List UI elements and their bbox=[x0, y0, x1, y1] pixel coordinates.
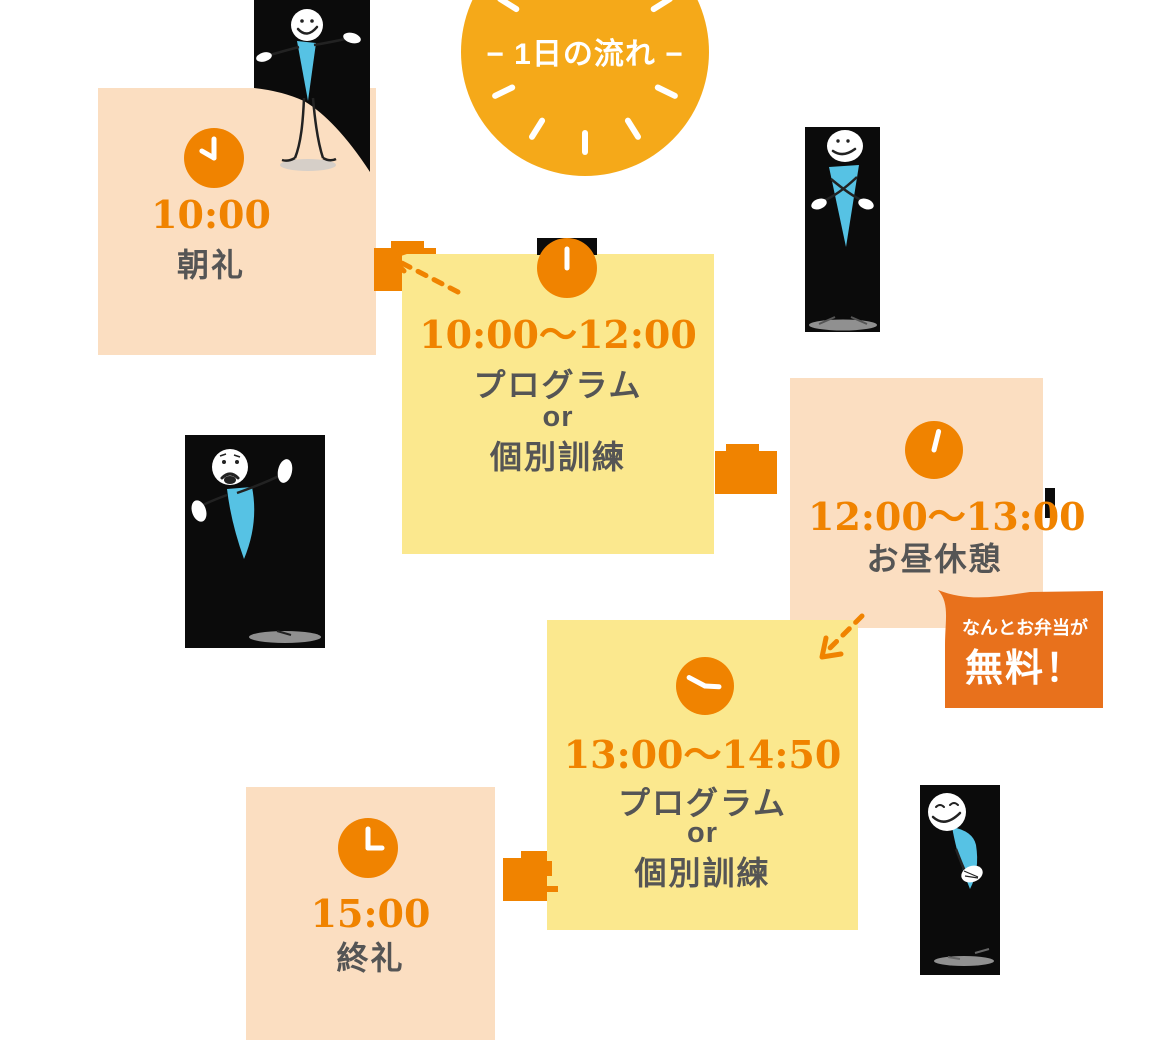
speech-bubble bbox=[938, 590, 1103, 708]
activity-label: 朝礼 bbox=[176, 247, 245, 283]
clock-icon bbox=[905, 421, 963, 479]
schedule-card-program-pm: 13:00〜14:50 プログラム or 個別訓練 bbox=[547, 620, 858, 930]
clock-icon bbox=[338, 818, 398, 878]
stick-figure-surprised bbox=[185, 435, 325, 648]
activity-label: 個別訓練 bbox=[634, 855, 771, 891]
stick-figure-arms-crossed bbox=[805, 127, 880, 332]
dashed-arrow-down-left bbox=[819, 613, 865, 660]
clock-icon bbox=[676, 657, 734, 715]
activity-label-or: or bbox=[687, 817, 718, 849]
time-text: 10:00 bbox=[151, 192, 271, 237]
callout-subtext: なんとお弁当が bbox=[962, 618, 1088, 638]
clock-icon bbox=[184, 128, 244, 188]
schedule-card-program-am: 10:00〜12:00 プログラム or 個別訓練 bbox=[402, 254, 714, 554]
activity-label: お昼休憩 bbox=[866, 541, 1003, 577]
stick-figure-laughing bbox=[920, 785, 1000, 975]
clock-icon bbox=[537, 238, 597, 298]
schedule-card-morning-assembly: 10:00 朝礼 bbox=[98, 88, 376, 355]
activity-label: 終礼 bbox=[336, 940, 405, 976]
black-edge-fragment bbox=[1045, 488, 1055, 518]
time-text: 13:00〜14:50 bbox=[563, 732, 842, 777]
briefcase-icon bbox=[715, 444, 777, 494]
activity-label: プログラム bbox=[617, 785, 788, 821]
schedule-card-lunch-break: 12:00〜13:00 お昼休憩 bbox=[790, 378, 1086, 628]
callout-main-text: 無料！ bbox=[964, 648, 1085, 690]
time-text: 10:00〜12:00 bbox=[419, 312, 697, 357]
page-title: − 1日の流れ − bbox=[486, 38, 684, 71]
time-text: 12:00〜13:00 bbox=[808, 494, 1086, 539]
stick-figure-cheerful bbox=[254, 0, 370, 172]
activity-label: プログラム bbox=[473, 367, 643, 403]
briefcase-handle-bit bbox=[546, 861, 552, 876]
sun-clock-badge bbox=[461, 0, 709, 176]
time-text: 15:00 bbox=[310, 891, 431, 936]
briefcase-handle-bit bbox=[545, 886, 558, 892]
dashed-arrow-up-left bbox=[387, 248, 461, 295]
activity-label: 個別訓練 bbox=[489, 439, 626, 475]
activity-label-or: or bbox=[542, 401, 574, 433]
